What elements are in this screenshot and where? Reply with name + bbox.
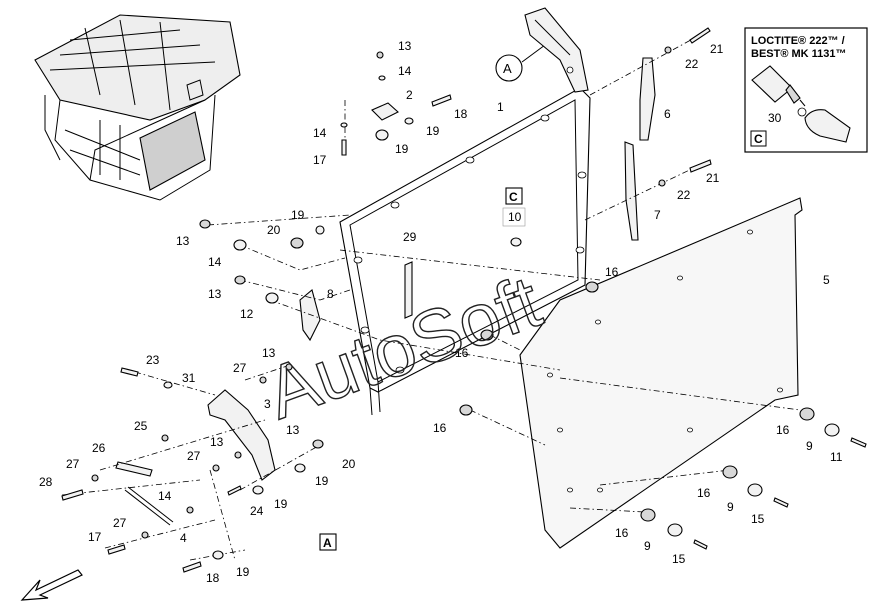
bracket-part-7 — [624, 141, 639, 241]
label-20b: 20 — [342, 457, 356, 471]
svg-text:30: 30 — [768, 111, 782, 125]
part-number-labels: 1 2 3 4 5 6 7 8 9 9 9 10 11 12 13 13 13 … — [39, 39, 843, 585]
label-21a: 21 — [710, 42, 724, 56]
label-25: 25 — [134, 419, 148, 433]
label-27d: 27 — [113, 516, 127, 530]
adhesive-bottle-icon — [751, 65, 806, 107]
label-27c: 27 — [187, 449, 201, 463]
label-5: 5 — [823, 273, 830, 287]
label-21b: 21 — [706, 171, 720, 185]
label-23: 23 — [146, 353, 160, 367]
svg-text:BEST® MK 1131™: BEST® MK 1131™ — [751, 48, 847, 60]
label-19a: 19 — [426, 124, 440, 138]
label-8: 8 — [327, 287, 334, 301]
label-4: 4 — [180, 531, 187, 545]
label-13b: 13 — [176, 234, 190, 248]
label-27a: 27 — [233, 361, 247, 375]
label-19b: 19 — [395, 142, 409, 156]
bracket-part-29 — [404, 261, 413, 319]
label-13e: 13 — [210, 435, 224, 449]
label-13c: 13 — [208, 287, 222, 301]
label-19f: 19 — [236, 565, 250, 579]
label-16b: 16 — [455, 346, 469, 360]
label-19e: 19 — [274, 497, 288, 511]
machine-overview-illustration — [34, 14, 241, 201]
bracket-part-3 — [207, 389, 276, 481]
lever-part-8 — [299, 289, 321, 342]
arrow-forward-icon — [20, 569, 83, 601]
label-22a: 22 — [685, 57, 699, 71]
label-20a: 20 — [267, 223, 281, 237]
label-9a: 9 — [806, 439, 813, 453]
loctite-callout-box: LOCTITE® 222™ / BEST® MK 1131™ 30 C — [744, 27, 868, 153]
fasteners — [61, 27, 867, 573]
label-1: 1 — [497, 100, 504, 114]
label-9c: 9 — [644, 539, 651, 553]
label-12: 12 — [240, 307, 254, 321]
label-28: 28 — [39, 475, 53, 489]
label-16d: 16 — [776, 423, 790, 437]
label-14a: 14 — [398, 64, 412, 78]
label-17a: 17 — [313, 153, 327, 167]
locator-c-square: C — [502, 187, 526, 227]
label-9b: 9 — [727, 500, 734, 514]
label-27b: 27 — [66, 457, 80, 471]
bracket-part-6 — [639, 57, 656, 141]
gas-strut-part-4 — [115, 461, 174, 526]
label-18b: 18 — [206, 571, 220, 585]
label-19d: 19 — [315, 474, 329, 488]
label-17b: 17 — [88, 530, 102, 544]
hinge-assembly — [524, 7, 589, 93]
label-3: 3 — [264, 397, 271, 411]
panel-part-5 — [519, 197, 803, 549]
label-16e: 16 — [697, 486, 711, 500]
label-6: 6 — [664, 107, 671, 121]
watermark: AutoSoft — [255, 259, 552, 436]
locator-a-square: A — [319, 533, 337, 551]
svg-text:AutoSoft: AutoSoft — [256, 259, 552, 434]
svg-text:A: A — [323, 536, 332, 550]
hand-icon — [797, 107, 851, 143]
svg-text:LOCTITE® 222™ /: LOCTITE® 222™ / — [751, 35, 845, 47]
label-24: 24 — [250, 504, 264, 518]
label-10: 10 — [508, 210, 522, 224]
frame-part-1 — [339, 87, 591, 416]
label-16c: 16 — [433, 421, 447, 435]
locator-a-circle: A — [495, 44, 546, 82]
label-13f: 13 — [286, 423, 300, 437]
label-16a: 16 — [605, 265, 619, 279]
svg-text:C: C — [509, 190, 518, 204]
svg-text:C: C — [754, 132, 763, 146]
label-14d: 14 — [158, 489, 172, 503]
label-29: 29 — [403, 230, 417, 244]
label-16f: 16 — [615, 526, 629, 540]
label-14c: 14 — [208, 255, 222, 269]
svg-text:A: A — [503, 61, 512, 76]
label-18a: 18 — [454, 107, 468, 121]
label-15b: 15 — [672, 552, 686, 566]
label-2: 2 — [406, 88, 413, 102]
label-19c: 19 — [291, 208, 305, 222]
assembly-leader-lines — [61, 34, 801, 561]
label-13a: 13 — [398, 39, 412, 53]
label-11: 11 — [830, 450, 843, 464]
label-14b: 14 — [313, 126, 327, 140]
label-13d: 13 — [262, 346, 276, 360]
label-31: 31 — [182, 371, 196, 385]
label-15a: 15 — [751, 512, 765, 526]
label-7: 7 — [654, 208, 661, 222]
label-22b: 22 — [677, 188, 691, 202]
latch-part-2 — [371, 102, 399, 121]
label-26: 26 — [92, 441, 106, 455]
